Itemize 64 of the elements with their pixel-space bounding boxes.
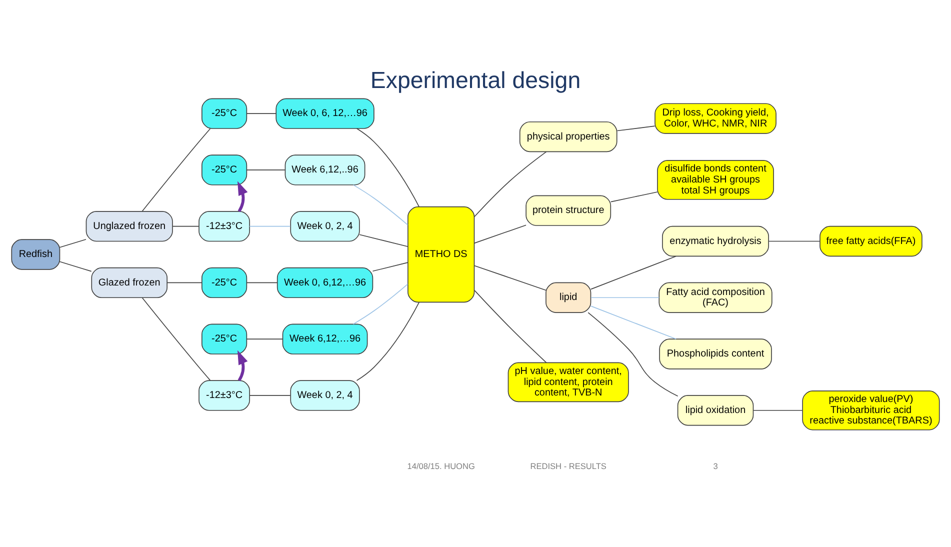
- connector: [372, 262, 408, 272]
- node-box: Redfish: [11, 238, 60, 270]
- node-box: -12±3°C: [198, 380, 250, 410]
- connector: [474, 150, 547, 217]
- node-box: lipid: [546, 282, 592, 312]
- node-box: peroxide value(PV) Thiobarbituric acid reactive substance(TBARS): [802, 390, 940, 430]
- connector: [249, 225, 291, 226]
- arrow: [237, 180, 248, 212]
- connector: [172, 225, 200, 226]
- connector: [59, 260, 92, 272]
- node-box: free fatty acids(FFA): [820, 225, 922, 256]
- connector: [166, 282, 202, 283]
- node-box: lipid oxidation: [677, 394, 754, 426]
- connector: [753, 409, 803, 410]
- label: REDISH - RESULTS: [530, 460, 606, 470]
- node-box: -12±3°C: [198, 210, 250, 242]
- arrow: [237, 350, 248, 381]
- connector: [588, 312, 678, 396]
- node-box: disulfide bonds content available SH groups total SH groups: [657, 160, 774, 200]
- node-box: METHO DS: [408, 206, 475, 302]
- connector: [474, 224, 526, 244]
- node-box: pH value, water content, lipid content, protein content, TVB-N: [508, 362, 629, 402]
- connector: [142, 128, 211, 212]
- connector: [142, 296, 211, 380]
- connector: [590, 296, 660, 298]
- connector: [246, 338, 283, 339]
- connector: [616, 125, 656, 131]
- connector: [356, 301, 420, 380]
- node-box: -25°C: [202, 323, 248, 354]
- node-box: Week 6,12,..96: [284, 154, 366, 185]
- node-box: -25°C: [202, 98, 248, 128]
- connector: [590, 255, 676, 290]
- node-box: Week 0, 2, 4: [290, 380, 360, 410]
- connector: [249, 394, 291, 396]
- node-box: Unglazed frozen: [86, 210, 173, 242]
- connector: [610, 191, 658, 202]
- node-box: Drip loss, Cooking yield, Color, WHC, NMR, NIR: [654, 102, 776, 134]
- label: 3: [713, 460, 718, 470]
- connector: [246, 112, 277, 114]
- label: 14/08/15. HUONG: [407, 460, 475, 470]
- node-box: Week 0, 6, 12,…96: [276, 98, 374, 128]
- node-box: Week 0, 6,12,…96: [276, 266, 374, 298]
- connector: [352, 184, 408, 225]
- node-box: Glazed frozen: [91, 266, 168, 298]
- connector: [359, 234, 408, 246]
- node-box: Phospholipids content: [659, 338, 772, 369]
- node-box: -25°C: [202, 266, 248, 298]
- connector: [59, 238, 86, 248]
- node-box: enzymatic hydrolysis: [662, 225, 769, 256]
- connector: [590, 305, 676, 339]
- node-box: -25°C: [202, 154, 248, 185]
- node-box: Week 0, 2, 4: [290, 210, 360, 242]
- connector: [352, 283, 408, 324]
- connector: [246, 169, 286, 170]
- connector: [474, 264, 546, 290]
- connector: [356, 128, 420, 207]
- diagram-title: Experimental design: [370, 66, 581, 93]
- connector: [768, 240, 820, 242]
- node-box: protein structure: [526, 194, 612, 226]
- node-box: Week 6,12,…96: [282, 323, 368, 354]
- node-box: Fatty acid composition (FAC): [658, 282, 772, 312]
- connector: [246, 282, 278, 283]
- node-box: physical properties: [519, 120, 618, 152]
- connector: [474, 290, 547, 363]
